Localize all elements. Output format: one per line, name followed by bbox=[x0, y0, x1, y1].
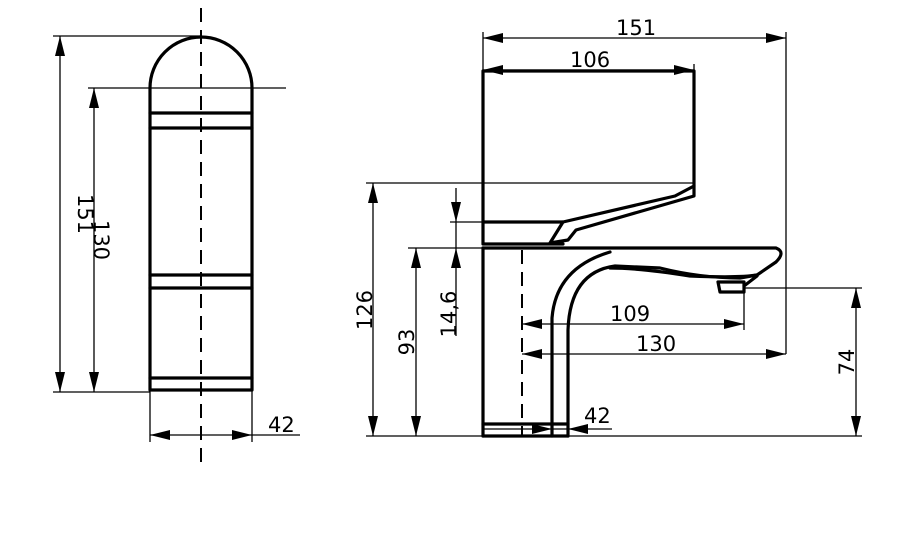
side-handle-offset-label: 14,6 bbox=[437, 291, 461, 338]
spout-lip bbox=[608, 266, 759, 279]
dim-14-6-arrow-top bbox=[451, 202, 461, 222]
dim-130-arrow-top bbox=[89, 88, 99, 108]
dim-side-151-arrow-right bbox=[766, 33, 786, 43]
dim-74-arrow-top bbox=[851, 288, 861, 308]
dim-side-130-arrow-left bbox=[522, 349, 542, 359]
dim-side-42-arrow-left bbox=[532, 424, 552, 434]
dim-106-arrow-right bbox=[674, 65, 694, 75]
side-view: 151 106 126 93 14,6 109 bbox=[353, 16, 862, 438]
front-width-label: 42 bbox=[268, 413, 295, 437]
side-spout-outlet-height-label: 74 bbox=[835, 349, 859, 376]
dim-side-151-arrow-left bbox=[483, 33, 503, 43]
front-body-outline bbox=[148, 35, 254, 392]
dim-109-arrow-right bbox=[724, 319, 744, 329]
dim-42-arrow-left bbox=[150, 430, 170, 440]
side-spout-reach-inner-label: 109 bbox=[610, 302, 650, 326]
spout-inner-curve bbox=[550, 250, 612, 438]
side-base-width-label: 42 bbox=[584, 404, 611, 428]
dim-126-arrow-top bbox=[368, 183, 378, 203]
side-handle-length-label: 106 bbox=[570, 48, 610, 72]
dim-93-arrow-top bbox=[411, 248, 421, 268]
front-body-height-label: 130 bbox=[89, 220, 113, 260]
dim-93-arrow-bottom bbox=[411, 416, 421, 436]
dim-side-42-arrow-right bbox=[568, 424, 588, 434]
dim-74-arrow-bottom bbox=[851, 416, 861, 436]
handle-block-outline bbox=[481, 69, 696, 224]
dim-126-arrow-bottom bbox=[368, 416, 378, 436]
dim-151-arrow-bottom bbox=[55, 372, 65, 392]
cartridge-step bbox=[481, 220, 565, 246]
handle-lever-tip bbox=[548, 184, 696, 245]
side-spout-reach-label: 130 bbox=[636, 332, 676, 356]
side-overall-length-label: 151 bbox=[616, 16, 656, 40]
dim-side-130-arrow-right bbox=[766, 349, 786, 359]
dim-42-arrow-right bbox=[232, 430, 252, 440]
side-height-to-spout-label: 93 bbox=[395, 329, 419, 356]
dim-106-arrow-left bbox=[483, 65, 503, 75]
dim-130-arrow-bottom bbox=[89, 372, 99, 392]
side-height-to-top-label: 126 bbox=[353, 290, 377, 330]
dim-151-arrow-top bbox=[55, 36, 65, 56]
dim-109-arrow-left bbox=[522, 319, 542, 329]
dim-14-6-arrow-bottom bbox=[451, 248, 461, 268]
front-view: 151 130 42 bbox=[53, 8, 300, 468]
front-overall-height-label: 151 bbox=[73, 194, 97, 234]
